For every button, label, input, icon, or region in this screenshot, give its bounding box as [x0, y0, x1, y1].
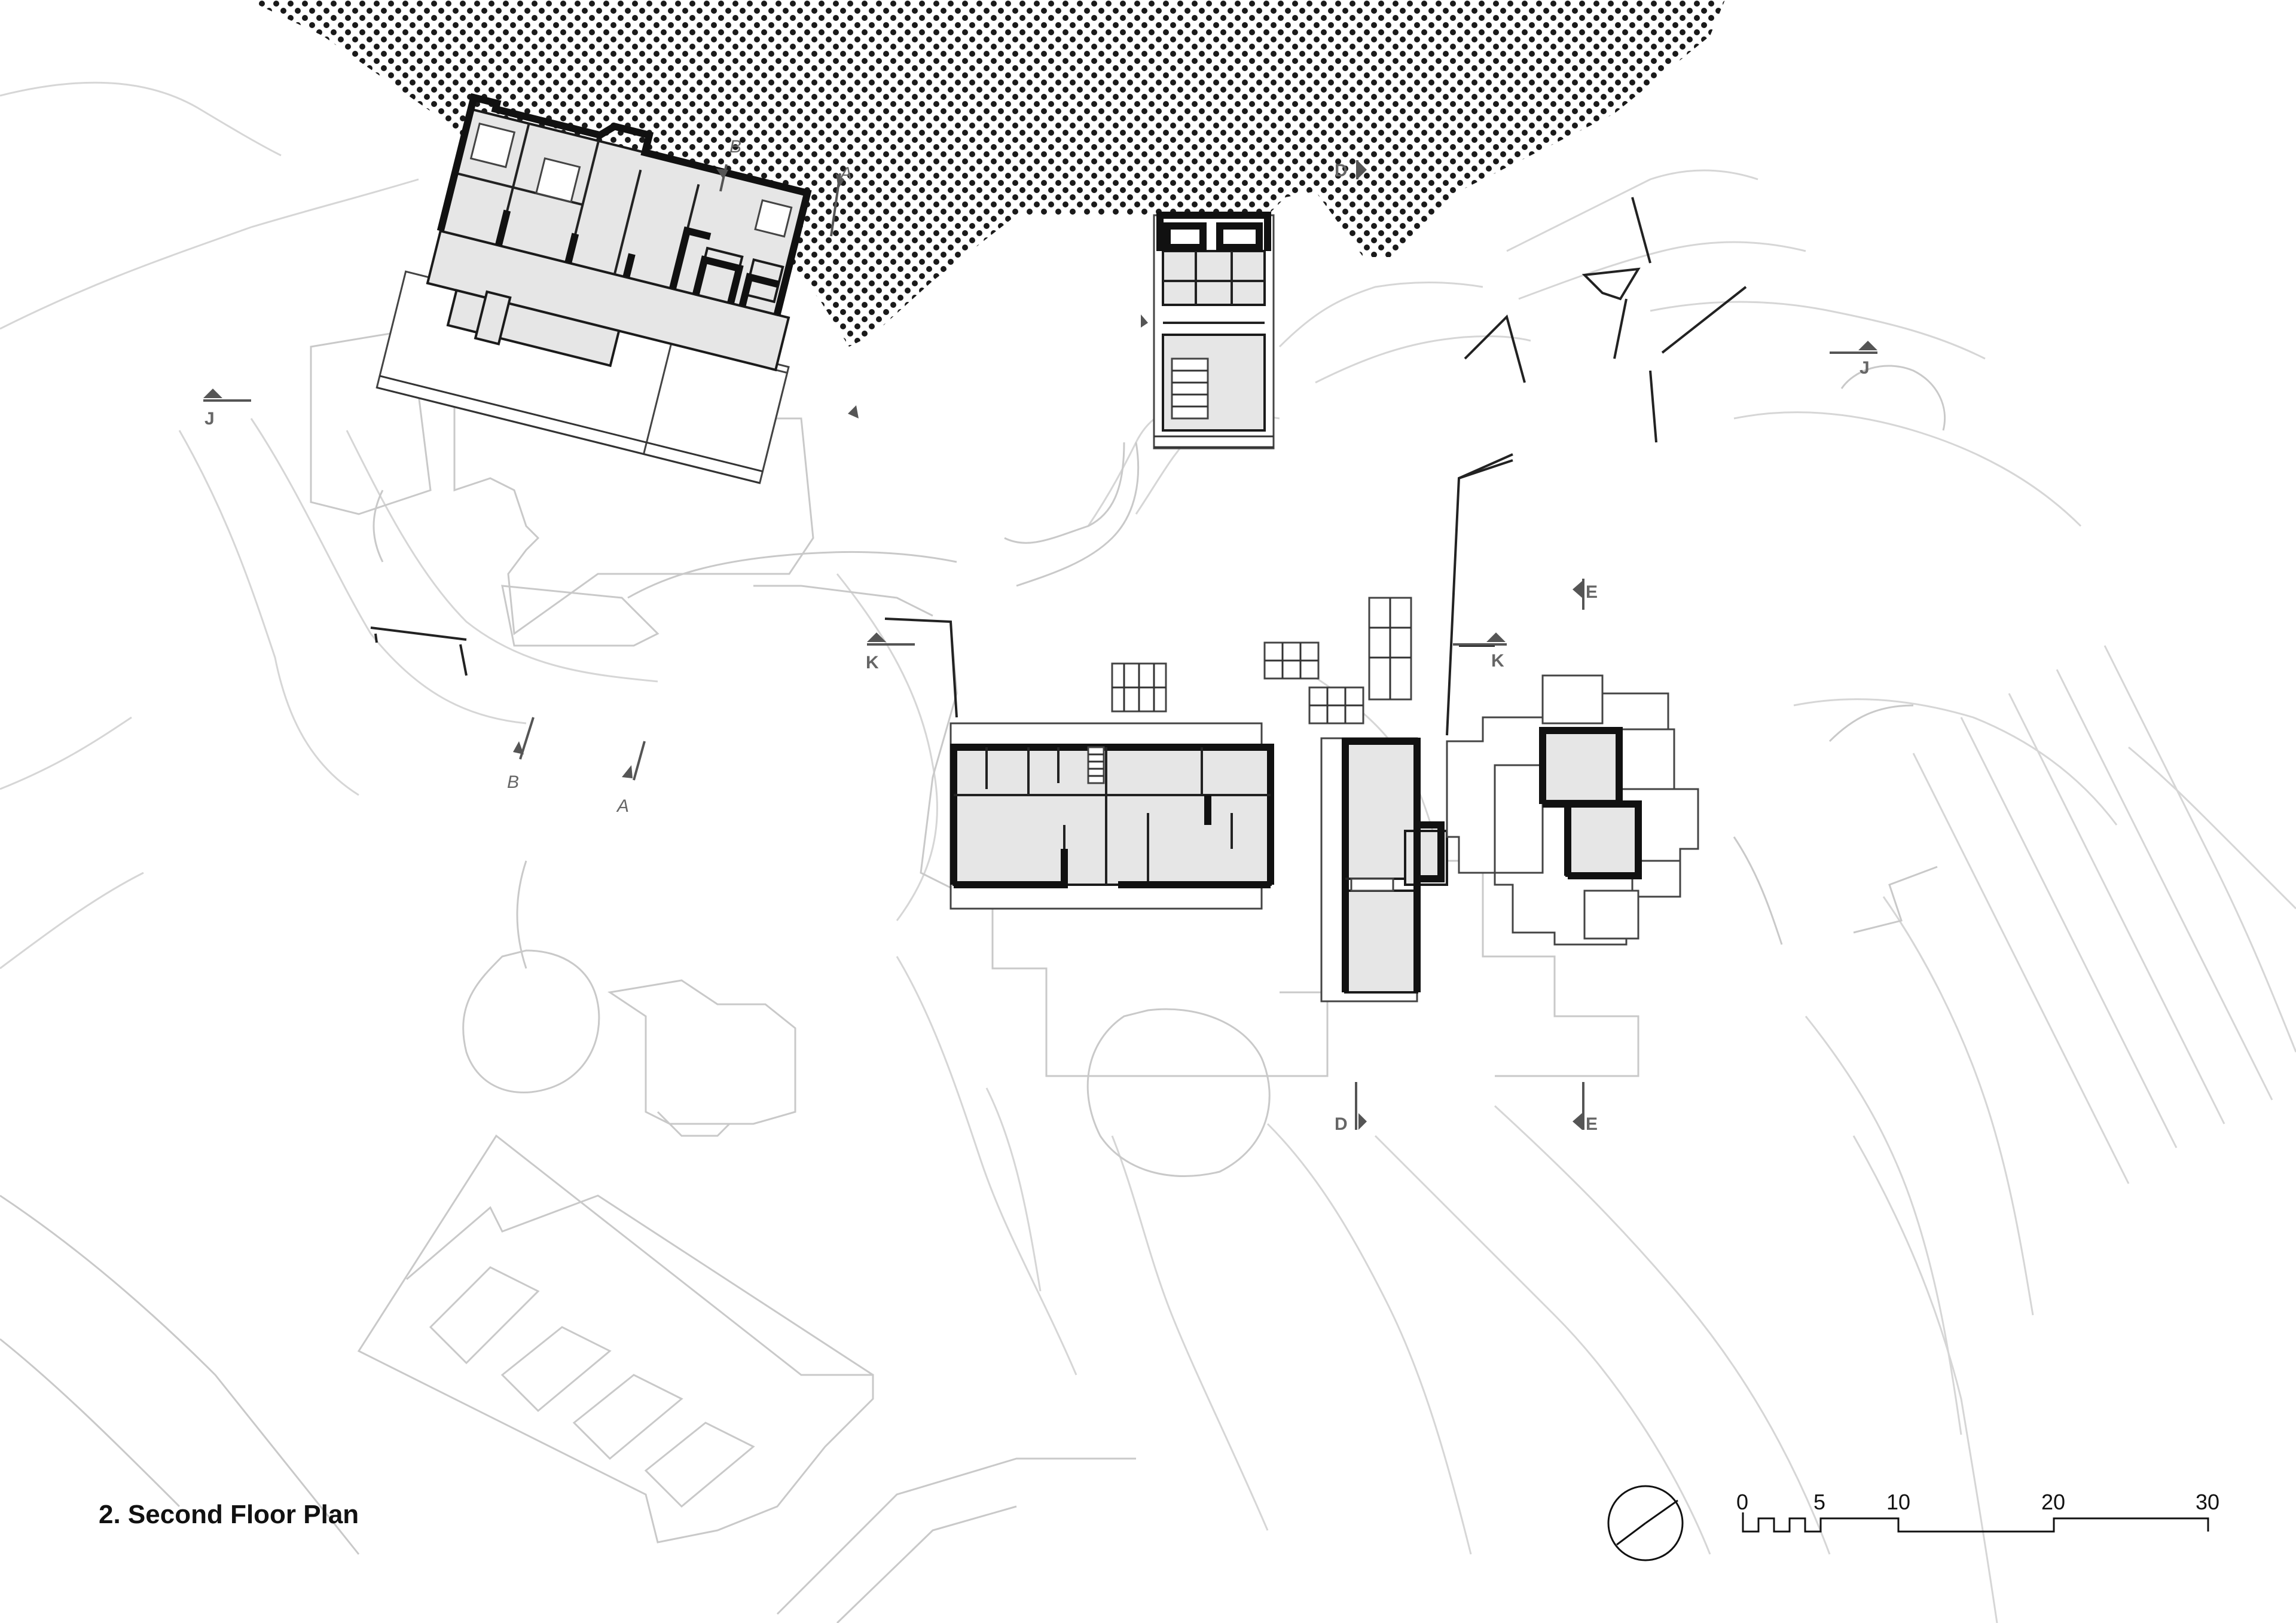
scale-bar: 0 5 10 20 30: [1736, 1490, 2219, 1533]
svg-text:B: B: [729, 137, 741, 157]
dotted-water-area: [248, 0, 1725, 347]
section-marker-B-top: B: [716, 137, 741, 192]
svg-text:E: E: [1586, 582, 1598, 602]
b2-entrance-arrow: [1141, 314, 1148, 328]
section-marker-K-left: K: [866, 632, 915, 673]
scale-label-20: 20: [2041, 1490, 2065, 1514]
section-marker-D-bottom: D: [1335, 1082, 1367, 1134]
section-marker-A-bottom: A: [616, 741, 646, 816]
topography-contours: [0, 81, 2296, 1623]
svg-text:A: A: [839, 164, 852, 184]
scale-label-30: 30: [2196, 1490, 2219, 1514]
svg-text:D: D: [1335, 161, 1348, 181]
section-marker-E-bottom: E: [1573, 1082, 1598, 1134]
scale-label-5: 5: [1813, 1490, 1825, 1514]
section-marker-D-top: D: [1335, 160, 1367, 181]
building-1-main-house: [375, 93, 812, 484]
svg-text:K: K: [1491, 651, 1504, 671]
svg-text:D: D: [1335, 1114, 1348, 1134]
svg-text:J: J: [1860, 358, 1870, 378]
landscape-walls: [370, 197, 1747, 736]
site-context: [0, 322, 1946, 1623]
section-marker-E-top: E: [1573, 579, 1598, 610]
section-marker-A-top: A: [830, 164, 852, 237]
building-3-central: [949, 722, 1274, 910]
svg-text:K: K: [866, 653, 879, 673]
building-2-tower: [1153, 212, 1275, 450]
section-marker-J-left: J: [203, 389, 251, 429]
b1-entrance-arrow: [848, 405, 859, 418]
scale-label-0: 0: [1736, 1490, 1748, 1514]
scale-label-10: 10: [1886, 1490, 1910, 1514]
svg-text:A: A: [616, 796, 629, 816]
drawing-title: 2. Second Floor Plan: [99, 1500, 359, 1529]
svg-text:E: E: [1586, 1114, 1598, 1134]
svg-text:J: J: [204, 409, 215, 429]
outdoor-pavilions: [1111, 597, 1412, 725]
north-arrow-icon: [1607, 1485, 1684, 1561]
svg-text:B: B: [507, 772, 519, 792]
building-5-cluster: [1446, 674, 1699, 946]
section-marker-J-right: J: [1830, 341, 1877, 378]
section-marker-B-bottom: B: [507, 717, 535, 792]
section-marker-K-right: K: [1453, 632, 1507, 671]
building-4-east-block: [1320, 737, 1448, 1002]
